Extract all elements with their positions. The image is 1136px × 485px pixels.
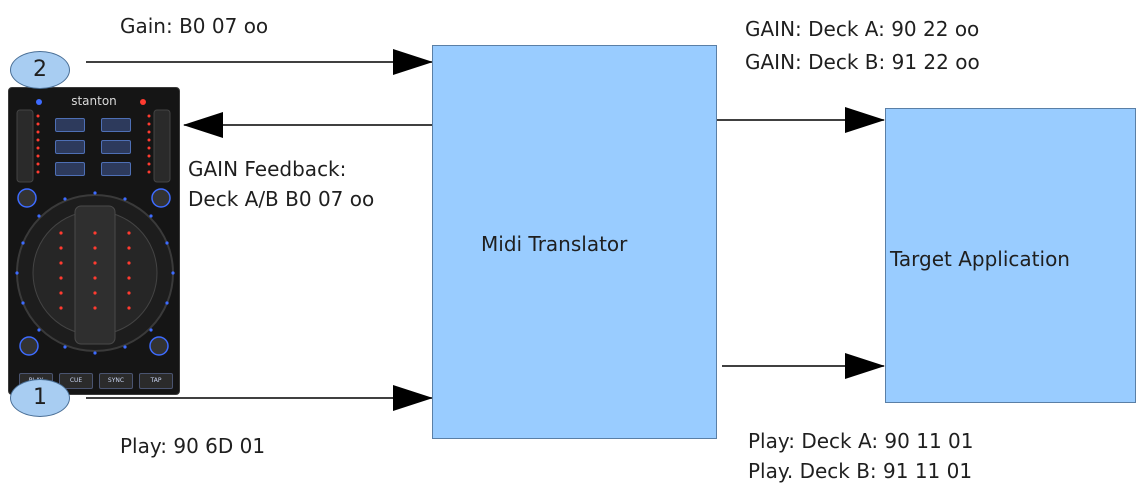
gain-feedback-line2: Deck A/B B0 07 oo (188, 187, 375, 211)
midi-translator-box: Midi Translator (432, 45, 717, 439)
gain-out-b-label: GAIN: Deck B: 91 22 oo (745, 50, 980, 74)
play-in-label: Play: 90 6D 01 (120, 434, 266, 458)
midi-translator-label: Midi Translator (481, 232, 628, 256)
tap-button: TAP (139, 373, 173, 389)
callout-2: 2 (10, 51, 70, 89)
play-out-b-label: Play. Deck B: 91 11 01 (748, 459, 973, 483)
sync-button: SYNC (99, 373, 133, 389)
deck-button (55, 140, 85, 154)
gain-in-label: Gain: B0 07 oo (120, 14, 269, 38)
callout-1: 1 (10, 379, 70, 417)
gain-out-a-label: GAIN: Deck A: 90 22 oo (745, 17, 980, 41)
cue-button: CUE (59, 373, 93, 389)
gain-feedback-line1: GAIN Feedback: (188, 157, 347, 181)
deck-button (101, 162, 131, 176)
brand-logo: stanton (71, 94, 117, 108)
deck-button (101, 140, 131, 154)
play-out-a-label: Play: Deck A: 90 11 01 (748, 429, 974, 453)
deck-button (101, 118, 131, 132)
deck-button (55, 162, 85, 176)
controller-graphic (15, 99, 175, 356)
stanton-controller: stanton (8, 87, 180, 395)
target-application-label: Target Application (890, 247, 1070, 271)
deck-button (55, 118, 85, 132)
target-application-box: Target Application (885, 108, 1136, 403)
